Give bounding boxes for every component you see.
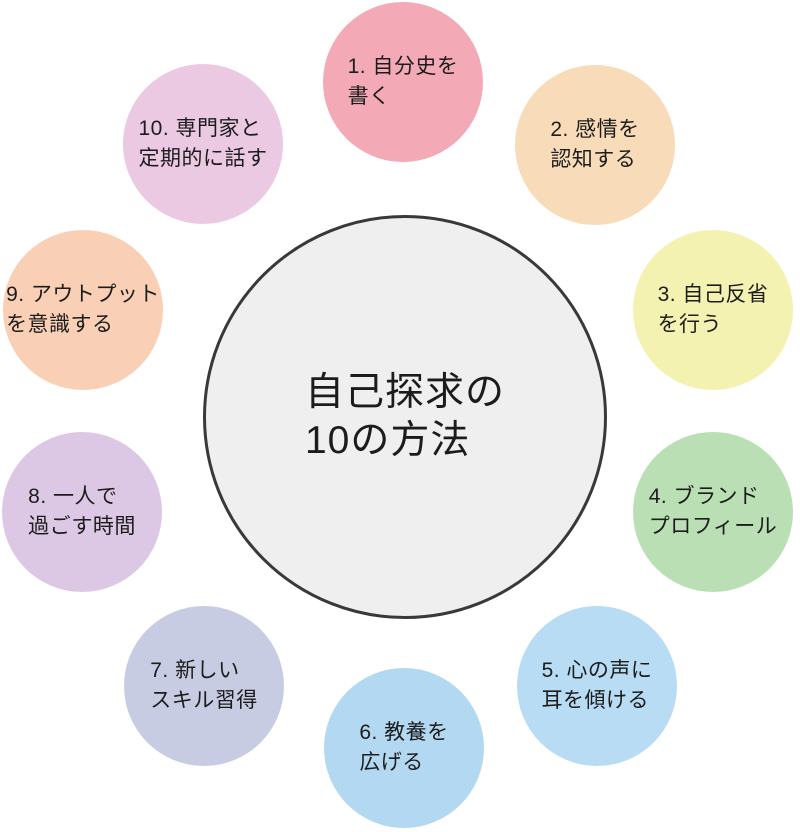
item-9-line2: を意識する	[6, 313, 114, 336]
item-circle-9: 9. アウトプット を意識する	[3, 230, 163, 390]
item-circle-10: 10. 専門家と 定期的に話す	[123, 64, 283, 224]
item-5-line1: 5. 心の声に	[541, 659, 653, 682]
item-label-2: 2. 感情を 認知する	[550, 115, 639, 175]
item-7-line2: スキル習得	[150, 689, 258, 712]
item-6-line1: 6. 教養を	[359, 721, 449, 744]
item-circle-5: 5. 心の声に 耳を傾ける	[517, 606, 677, 766]
item-circle-6: 6. 教養を 広げる	[324, 668, 484, 828]
item-8-line2: 過ごす時間	[28, 515, 136, 538]
diagram-title: 自己探求の 10の方法	[305, 369, 505, 465]
item-1-line1: 1. 自分史を	[347, 55, 459, 78]
item-circle-3: 3. 自己反省 を行う	[633, 230, 793, 390]
item-3-line2: を行う	[657, 313, 723, 336]
item-circle-8: 8. 一人で 過ごす時間	[2, 432, 162, 592]
item-7-line1: 7. 新しい	[150, 659, 240, 682]
item-label-3: 3. 自己反省 を行う	[658, 280, 769, 340]
item-10-line2: 定期的に話す	[138, 147, 268, 170]
item-4-line1: 4. ブランド	[648, 485, 760, 508]
item-label-8: 8. 一人で 過ごす時間	[28, 482, 136, 542]
item-label-10: 10. 専門家と 定期的に話す	[139, 114, 268, 174]
center-circle: 自己探求の 10の方法	[203, 215, 607, 619]
diagram-title-line1: 自己探求の	[304, 371, 505, 414]
item-5-line2: 耳を傾ける	[541, 689, 650, 712]
item-circle-2: 2. 感情を 認知する	[515, 65, 675, 225]
item-circle-1: 1. 自分史を 書く	[323, 2, 483, 162]
item-8-line1: 8. 一人で	[28, 485, 118, 508]
item-10-line1: 10. 専門家と	[138, 117, 262, 140]
item-6-line2: 広げる	[359, 751, 424, 774]
item-label-6: 6. 教養を 広げる	[359, 718, 448, 778]
item-label-1: 1. 自分史を 書く	[348, 52, 459, 112]
diagram-title-line2: 10の方法	[304, 419, 471, 462]
item-label-5: 5. 心の声に 耳を傾ける	[542, 656, 653, 716]
item-circle-4: 4. ブランド プロフィール	[633, 432, 793, 592]
item-4-line2: プロフィール	[648, 515, 778, 538]
item-2-line2: 認知する	[550, 148, 637, 171]
item-1-line2: 書く	[347, 85, 391, 108]
item-3-line1: 3. 自己反省	[657, 283, 769, 306]
item-2-line1: 2. 感情を	[550, 118, 640, 141]
item-label-4: 4. ブランド プロフィール	[649, 482, 778, 542]
item-9-line1: 9. アウトプット	[6, 283, 160, 306]
item-label-7: 7. 新しい スキル習得	[150, 656, 258, 716]
item-label-9: 9. アウトプット を意識する	[6, 280, 160, 340]
item-circle-7: 7. 新しい スキル習得	[124, 606, 284, 766]
